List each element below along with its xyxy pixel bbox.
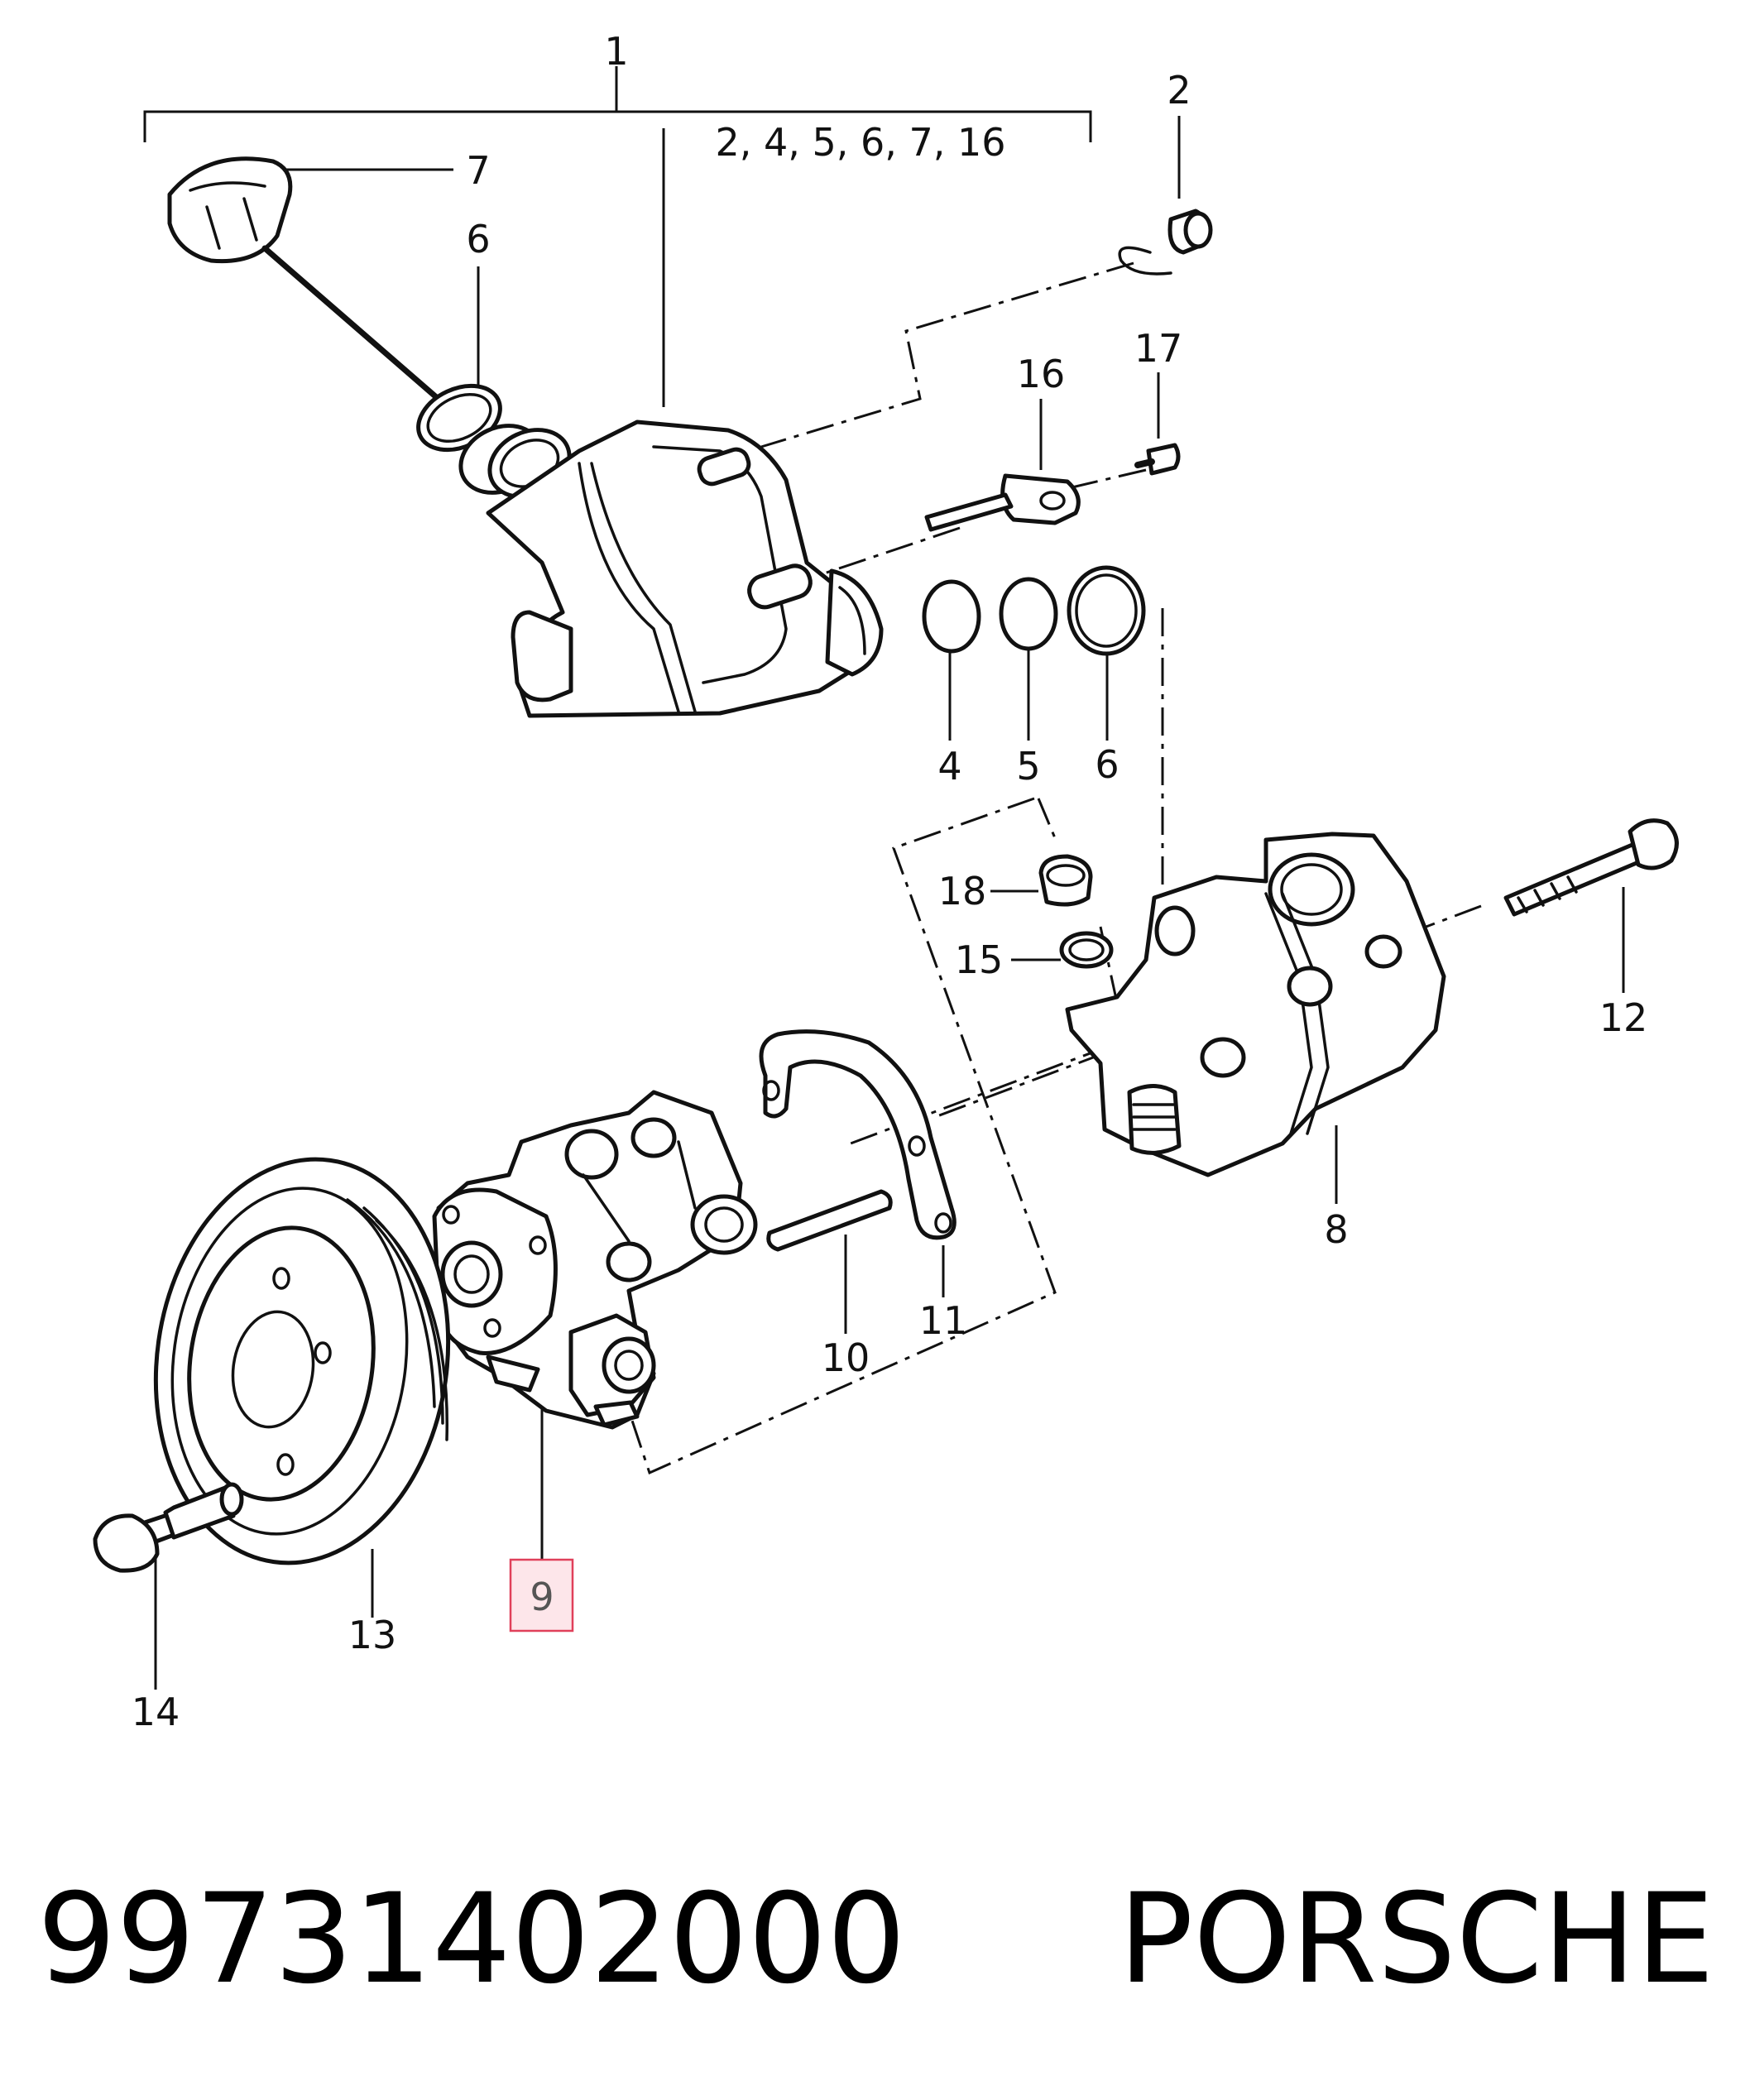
callout-12: 12 bbox=[1599, 995, 1648, 1040]
callout-2: 2 bbox=[1167, 68, 1191, 113]
dipstick-cap-part bbox=[167, 156, 457, 415]
power-steering-pump-part bbox=[432, 1090, 758, 1430]
fitting-and-seal-part bbox=[1038, 854, 1114, 969]
pulley-bolt-part bbox=[93, 1482, 244, 1573]
highlighted-callout-box[interactable] bbox=[509, 1558, 574, 1633]
hose-bracket-part bbox=[759, 1029, 957, 1240]
callout-labels: 1 2, 4, 5, 6, 7, 16 2 7 6 16 17 4 5 6 18… bbox=[132, 29, 1648, 1734]
callout-15: 15 bbox=[955, 937, 1004, 982]
callout-14: 14 bbox=[132, 1690, 180, 1734]
callout-6-top: 6 bbox=[466, 217, 490, 261]
callout-11: 11 bbox=[919, 1298, 968, 1343]
fluid-reservoir-part bbox=[486, 420, 884, 718]
callout-4: 4 bbox=[937, 744, 961, 789]
footer: 99731402000 PORSCHE bbox=[37, 1867, 1714, 2011]
callout-10: 10 bbox=[822, 1335, 870, 1380]
o-rings-4-5-6-part bbox=[922, 565, 1146, 656]
leader-lines bbox=[143, 66, 1625, 1690]
pump-housing-part bbox=[1065, 832, 1446, 1177]
filler-neck-o-rings-part bbox=[416, 383, 572, 499]
callout-1-subset: 2, 4, 5, 6, 7, 16 bbox=[715, 120, 1005, 165]
screw-part bbox=[1134, 443, 1181, 476]
callout-16: 16 bbox=[1017, 352, 1066, 396]
long-bolt-part bbox=[1503, 818, 1679, 917]
brand-name: PORSCHE bbox=[1119, 1867, 1714, 2011]
callout-6-ring: 6 bbox=[1095, 742, 1119, 787]
callout-18: 18 bbox=[938, 869, 987, 913]
callout-8: 8 bbox=[1324, 1207, 1348, 1252]
bleed-cap-part bbox=[1118, 209, 1213, 276]
part-number: 99731402000 bbox=[37, 1867, 906, 2011]
callout-5: 5 bbox=[1016, 744, 1040, 789]
mounting-bracket-part bbox=[924, 473, 1081, 532]
callout-1: 1 bbox=[604, 29, 628, 74]
dowel-pin-part bbox=[766, 1189, 893, 1252]
callout-9[interactable]: 9 bbox=[530, 1575, 554, 1619]
callout-17: 17 bbox=[1134, 326, 1183, 371]
callout-7: 7 bbox=[466, 148, 490, 193]
callout-13: 13 bbox=[348, 1613, 397, 1657]
pulley-part bbox=[153, 1157, 451, 1565]
